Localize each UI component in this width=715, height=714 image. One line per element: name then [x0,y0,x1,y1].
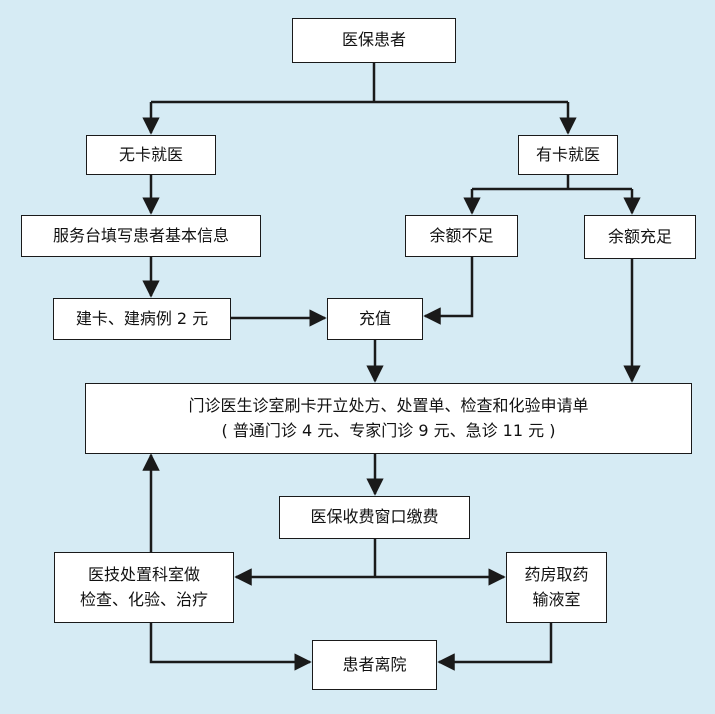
node-patient-leave-label: 患者离院 [342,654,407,674]
node-medtech-department: 医技处置科室做 检查、化验、治疗 [54,552,234,623]
node-build-card-label: 建卡、建病例 2 元 [75,308,209,328]
arrow-medtech-to-leave [149,623,312,671]
node-has-card-label: 有卡就医 [535,144,600,164]
node-pharmacy: 药房取药 输液室 [506,552,607,623]
node-medtech-department-line1: 医技处置科室做 [87,564,200,584]
node-recharge-label: 充值 [358,308,391,328]
node-balance-sufficient-label: 余额充足 [607,226,672,246]
node-pharmacy-line1: 药房取药 [524,564,589,584]
node-patient-leave: 患者离院 [312,640,437,690]
node-balance-insufficient-label: 余额不足 [429,225,494,245]
node-build-card: 建卡、建病例 2 元 [53,298,231,340]
node-pharmacy-line2: 输液室 [532,589,581,609]
node-insured-patient-label: 医保患者 [341,30,406,50]
connector-start-split [151,63,568,104]
arrow-insufficient-to-recharge [423,257,474,325]
arrow-pharmacy-to-leave [437,623,553,671]
node-no-card: 无卡就医 [86,135,216,175]
node-medtech-department-line2: 检查、化验、治疗 [79,589,208,609]
node-insured-patient: 医保患者 [292,18,456,63]
node-payment-window: 医保收费窗口缴费 [279,496,470,539]
node-clinic-doctor-line2: ( 普通门诊 4 元、专家门诊 9 元、急诊 11 元 ) [221,420,556,440]
node-balance-insufficient: 余额不足 [405,215,518,257]
node-register-info: 服务台填写患者基本信息 [21,215,261,257]
node-no-card-label: 无卡就医 [118,144,183,164]
node-balance-sufficient: 余额充足 [584,215,696,259]
node-payment-window-label: 医保收费窗口缴费 [310,507,439,527]
connector-has-card-split [472,175,632,191]
node-clinic-doctor-line1: 门诊医生诊室刷卡开立处方、处置单、检查和化验申请单 [188,395,589,415]
node-clinic-doctor: 门诊医生诊室刷卡开立处方、处置单、检查和化验申请单 ( 普通门诊 4 元、专家门… [85,383,692,454]
node-has-card: 有卡就医 [518,135,618,175]
node-recharge: 充值 [327,298,423,340]
node-register-info-label: 服务台填写患者基本信息 [52,225,229,245]
